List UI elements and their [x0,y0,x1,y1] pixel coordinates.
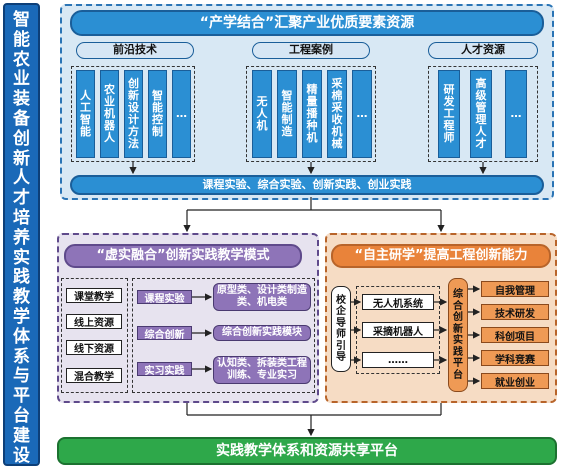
talent-item: … [505,70,527,158]
vertical-title: 智能农业装备创新人才培养实践教学体系与平台建设 [3,3,40,466]
outcome-item: 技术研发 [481,304,549,320]
practice-item: 课程实验 [137,290,192,305]
self-study-title: “自主研学”提高工程创新能力 [331,244,551,268]
teaching-modes-group [61,278,128,393]
practice-detail: 认知类、拆装类工程训练、专业实习 [213,356,311,384]
platform-box: 综合创新实践平台 [448,278,468,392]
case-item: … [352,70,372,158]
outcome-item: 科创项目 [481,327,549,343]
frontier-tech-group [71,66,195,162]
outcome-item: 自我管理 [481,281,549,297]
frontier-item: 人工智能 [76,70,95,158]
practice-types-bar: 课程实验、综合实验、创新实践、创业实践 [70,175,544,195]
resource-sharing-platform-bar: 实践教学体系和资源共享平台 [57,437,557,465]
case-item: 无人机 [252,70,272,158]
category-engineering-cases: 工程案例 [252,42,370,59]
talent-item: 研发工程师 [438,70,460,158]
project-item: 无人机系统 [362,294,434,310]
case-item: 采棉采收机械 [327,70,347,158]
frontier-item: … [172,70,191,158]
mode-item: 线下资源 [66,340,122,355]
practice-detail: 原型类、设计类制造类、机电类 [213,283,311,311]
mode-item: 混合教学 [66,368,122,383]
project-item: …… [362,352,434,368]
category-frontier-tech: 前沿技术 [76,42,194,59]
frontier-item: 智能控制 [148,70,167,158]
top-panel-title: “产学结合”汇聚产业优质要素资源 [70,10,544,36]
case-item: 智能制造 [277,70,297,158]
mode-item: 线上资源 [66,314,122,329]
case-item: 精量播种机 [302,70,322,158]
mentor-box: 校企导师引导 [331,286,351,372]
category-talent-resources: 人才资源 [428,42,538,59]
frontier-item: 创新设计方法 [124,70,143,158]
practice-group [132,278,315,393]
engineering-cases-group [246,66,376,162]
outcome-item: 就业创业 [481,373,549,389]
practice-item: 综合创新 [137,326,192,341]
mode-item: 课堂教学 [66,288,122,303]
practice-item: 实习实践 [137,362,192,377]
outcome-item: 学科竞赛 [481,350,549,366]
talent-resources-group [428,66,538,162]
project-item: 采摘机器人 [362,322,434,338]
frontier-item: 农业机器人 [100,70,119,158]
talent-item: 高级管理人才 [470,70,492,158]
virtual-real-title: “虚实融合”创新实践教学模式 [64,244,302,268]
practice-detail: 综合创新实践模块 [213,325,311,341]
